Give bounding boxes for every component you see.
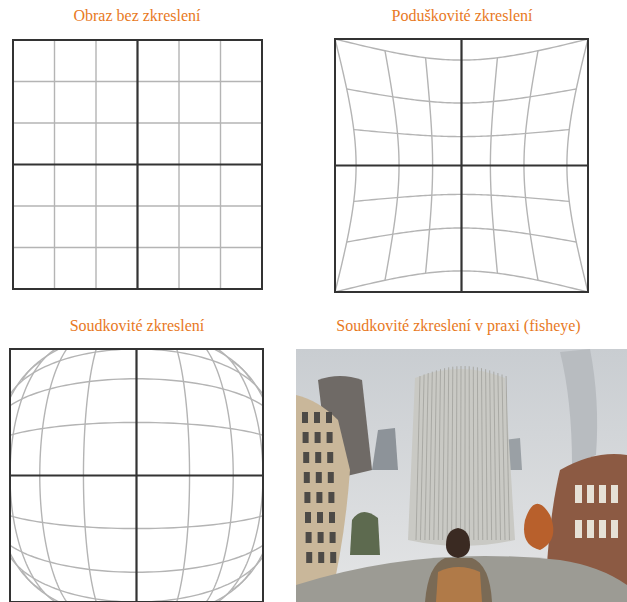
sky	[296, 349, 627, 602]
grid	[13, 40, 262, 289]
wall	[296, 556, 627, 602]
facade-line	[502, 375, 505, 540]
window	[304, 492, 310, 503]
window	[330, 532, 336, 543]
window	[315, 432, 321, 443]
heading-row: Poduškovité zkreslení	[328, 6, 596, 26]
panel-title: Poduškovité zkreslení	[389, 6, 536, 26]
facade-line	[420, 375, 424, 540]
panel: Poduškovité zkreslení	[328, 6, 596, 296]
window	[587, 520, 594, 538]
window	[318, 532, 324, 543]
window	[326, 412, 332, 423]
person-head	[446, 528, 470, 558]
facade-line	[438, 369, 440, 540]
axis-line	[10, 474, 263, 476]
window	[304, 472, 310, 483]
window	[302, 412, 308, 423]
window	[317, 512, 323, 523]
heading-row: Obraz bez zkreslení	[6, 6, 268, 26]
window	[305, 512, 311, 523]
window	[303, 432, 309, 443]
tree	[350, 512, 380, 555]
tree	[524, 504, 553, 550]
panel: Soudkovité zkreslení	[4, 316, 270, 602]
panel: Obraz bez zkreslení	[6, 6, 268, 292]
heading-row: Soudkovité zkreslení	[4, 316, 270, 336]
window	[611, 520, 618, 538]
window	[314, 412, 320, 423]
facade-line	[464, 366, 465, 540]
facade-line	[490, 370, 492, 540]
facade-line	[469, 366, 470, 540]
building	[296, 395, 350, 602]
axis-line	[13, 163, 262, 165]
facade-line	[498, 373, 501, 540]
building	[408, 369, 515, 546]
facade-line	[447, 367, 449, 540]
grid	[335, 39, 588, 292]
axis-line	[335, 164, 588, 166]
building	[560, 349, 597, 465]
facade-line	[434, 370, 437, 540]
window	[330, 552, 336, 563]
window	[611, 485, 618, 503]
grid-frame	[13, 40, 262, 289]
facade-line	[429, 372, 432, 540]
window	[575, 520, 582, 538]
grid	[0, 329, 283, 602]
person-coat	[425, 558, 492, 602]
facade-line	[460, 366, 462, 540]
facade-line	[425, 373, 428, 540]
window	[327, 452, 333, 463]
facade-line	[416, 376, 420, 540]
window	[328, 472, 334, 483]
window	[316, 472, 322, 483]
building	[372, 428, 398, 470]
facade-line	[477, 367, 479, 540]
facade-line	[443, 368, 445, 540]
facade-line	[473, 367, 475, 540]
window	[306, 532, 312, 543]
facade-line	[452, 367, 453, 540]
panel-title: Obraz bez zkreslení	[70, 6, 203, 26]
window	[328, 492, 334, 503]
window	[316, 492, 322, 503]
window	[329, 512, 335, 523]
window	[315, 452, 321, 463]
window	[599, 520, 606, 538]
window	[575, 485, 582, 503]
facade-line	[456, 366, 458, 540]
facade-line	[486, 369, 488, 540]
window	[306, 552, 312, 563]
heading-row: Soudkovité zkreslení v praxi (fisheye)	[290, 316, 627, 336]
facade-line	[482, 368, 483, 540]
facade-line	[494, 372, 496, 540]
window	[318, 552, 324, 563]
window	[327, 432, 333, 443]
panel-title: Soudkovité zkreslení v praxi (fisheye)	[333, 316, 583, 336]
window	[303, 452, 309, 463]
facade-line	[506, 376, 509, 540]
panel-title: Soudkovité zkreslení	[67, 316, 208, 336]
grid-frame	[10, 349, 263, 602]
window	[587, 485, 594, 503]
panel: Soudkovité zkreslení v praxi (fisheye)	[290, 316, 627, 602]
backpack	[436, 567, 482, 602]
grid-frame	[335, 39, 588, 292]
window	[599, 485, 606, 503]
fisheye-photo	[296, 349, 627, 602]
